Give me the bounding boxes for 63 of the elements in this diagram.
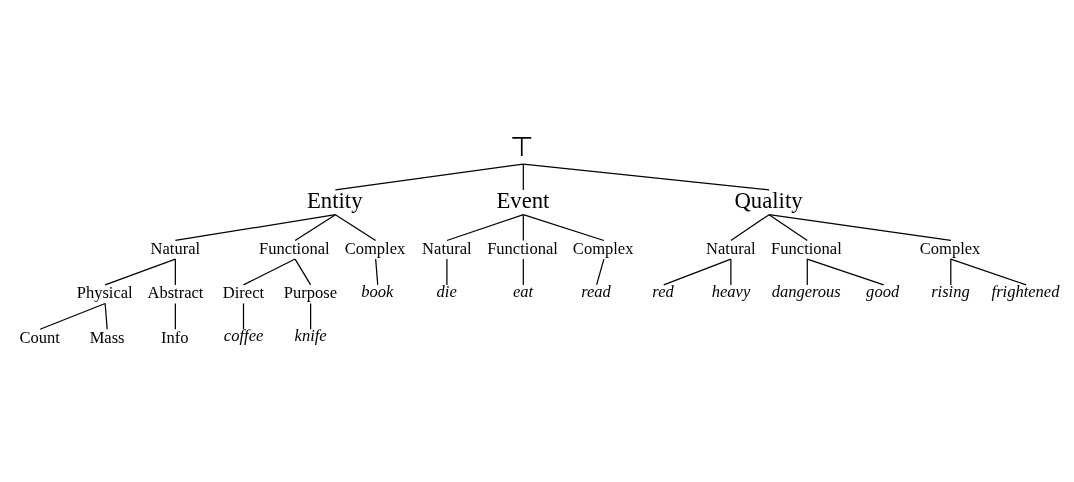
node-text: Natural	[422, 238, 472, 258]
connector	[334, 214, 377, 242]
connector	[522, 214, 605, 242]
connector	[663, 258, 732, 286]
connector	[174, 258, 176, 286]
connector	[242, 258, 296, 286]
connector	[730, 258, 732, 286]
node-text: heavy	[711, 282, 751, 302]
connector	[104, 258, 176, 286]
connector	[174, 214, 336, 242]
node-text: red	[652, 282, 674, 302]
connector	[446, 258, 448, 286]
connector	[242, 302, 245, 330]
node-text: coffee	[223, 326, 264, 346]
node-text: book	[361, 282, 394, 302]
connector	[730, 214, 770, 242]
node-text: Natural	[150, 238, 201, 258]
node-text: Quality	[734, 188, 803, 214]
connector	[294, 214, 336, 242]
connector	[522, 214, 524, 242]
node-text: Functional	[487, 238, 558, 258]
connector	[334, 163, 524, 191]
connector	[39, 302, 106, 330]
connector	[310, 302, 312, 330]
node-text: die	[436, 282, 457, 302]
connector	[806, 258, 808, 286]
connector	[950, 258, 1027, 286]
connector	[768, 214, 952, 242]
node-text: rising	[931, 282, 970, 302]
node-text: eat	[512, 282, 534, 302]
node-text: Entity	[307, 188, 363, 214]
node-text: Complex	[919, 238, 981, 258]
node-text: Functional	[771, 238, 842, 258]
node-text: Count	[19, 327, 60, 347]
node-text: Info	[160, 327, 189, 347]
node-text: good	[866, 282, 900, 302]
node-text: Physical	[76, 283, 133, 303]
connector	[806, 258, 885, 286]
node-text: dangerous	[771, 282, 841, 302]
node-text: ⊤	[510, 131, 535, 162]
connector	[522, 163, 524, 191]
node-text: frightened	[991, 282, 1060, 302]
node-text: Event	[496, 188, 550, 214]
connector	[768, 214, 808, 242]
node-text: Mass	[89, 327, 125, 347]
node-text: Direct	[222, 283, 265, 303]
connector	[446, 214, 524, 242]
connector	[375, 258, 379, 286]
node-text: Functional	[258, 238, 330, 258]
node-text: Complex	[344, 238, 406, 258]
connector	[522, 258, 524, 286]
node-text: Natural	[706, 238, 756, 258]
node-text: Abstract	[147, 283, 204, 303]
node-text: Purpose	[283, 283, 337, 303]
connector	[522, 163, 770, 191]
connector	[950, 258, 952, 286]
node-text: read	[581, 282, 611, 302]
connector	[174, 302, 176, 330]
connector	[104, 302, 108, 330]
connector	[596, 258, 605, 286]
node-text: Complex	[572, 238, 634, 258]
node-text: knife	[294, 326, 327, 346]
connector	[294, 258, 312, 286]
